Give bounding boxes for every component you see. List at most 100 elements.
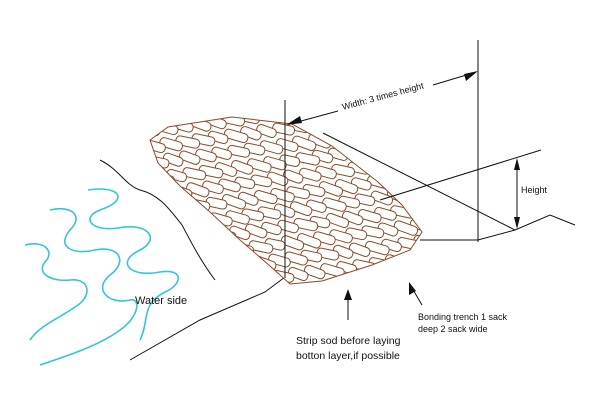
sandbag-stone: [225, 210, 250, 225]
sandbag-stone: [230, 159, 254, 175]
sandbag-stone: [207, 277, 232, 284]
sandbag-stone: [304, 117, 329, 133]
sandbag-stone: [360, 142, 382, 158]
bonding-trench-label-2: deep 2 sack wide: [418, 324, 488, 334]
sandbag-stone: [316, 247, 340, 261]
sandbag-stone: [341, 210, 364, 226]
sandbag-stone: [216, 244, 238, 258]
sandbag-stone: [339, 276, 363, 284]
sandbag-stone: [160, 219, 183, 232]
sandbag-stone: [255, 272, 278, 284]
sandbag-stone: [282, 169, 304, 184]
sandbag-stone: [371, 272, 394, 284]
sandbag-stone: [323, 279, 349, 284]
sandbag-stone: [239, 273, 264, 284]
sandbag-stone: [291, 135, 317, 151]
sandbag-stone: [196, 230, 220, 244]
sandbag-stone: [295, 152, 321, 166]
sandbag-stone: [364, 240, 390, 256]
sandbag-stone: [332, 244, 354, 259]
sandbag-stone: [168, 103, 190, 116]
sandbag-stone: [284, 117, 307, 119]
sandbag-stone: [374, 206, 397, 221]
sandbag-stone: [150, 172, 156, 188]
sandbag-stone: [280, 235, 305, 251]
sandbag-stone: [287, 266, 309, 282]
sandbag-stone: [322, 197, 347, 212]
sandbag-stone: [244, 223, 268, 239]
sandbag-stone: [355, 274, 380, 284]
sandbag-stone: [377, 222, 399, 237]
sandbag-stone: [268, 117, 294, 121]
sandbag-stone: [248, 240, 274, 254]
sandbag-stone: [383, 173, 406, 187]
width-label: Width: 3 times height: [341, 80, 425, 112]
sandbag-stone: [275, 138, 299, 152]
sandbag-stone: [150, 157, 153, 171]
sandbag-stone: [221, 193, 247, 210]
water-lines: [24, 188, 180, 366]
sandbag-stone: [176, 216, 202, 232]
sandbag-stone: [312, 231, 336, 246]
sandbag-stone: [422, 200, 444, 215]
sandbag-stone: [150, 254, 161, 270]
sandbag-stone: [370, 190, 394, 206]
sandbag-stone: [388, 270, 411, 284]
sandbag-stone: [372, 125, 394, 139]
sandbag-stone: [246, 158, 272, 173]
sandbag-stone: [237, 191, 259, 206]
dimension-lines: [284, 40, 542, 320]
sandbag-stone: [356, 127, 379, 142]
sandbag-stone: [402, 186, 422, 201]
sandbag-stone: [298, 167, 322, 182]
sandbag-stone: [250, 174, 273, 188]
sandbag-stone: [124, 206, 148, 222]
sandbag-stone: [420, 266, 422, 280]
sandbag-stone: [336, 117, 362, 129]
sandbag-stone: [235, 257, 260, 273]
sandbag-stone: [318, 181, 344, 197]
sandbag-stone: [159, 137, 183, 152]
sandbag-stone: [150, 222, 152, 237]
sandbag-stone: [395, 154, 417, 169]
sandbag-stone: [150, 117, 157, 122]
sandbag-stone: [186, 182, 210, 198]
sandbag-stone: [400, 252, 422, 268]
sandbag-stone: [411, 152, 422, 168]
sandbag-stone: [227, 144, 251, 158]
sandbag-stone: [190, 279, 215, 284]
sandbag-stone: [348, 242, 371, 257]
sandbag-stone: [325, 212, 350, 229]
height-label: Height: [521, 185, 548, 195]
sandbag-stone: [340, 130, 366, 144]
sandbag-stone: [195, 148, 217, 163]
sandbag-stone: [376, 141, 400, 155]
sandbag-stone: [173, 200, 197, 215]
sandbag-stone: [150, 140, 152, 157]
sandbag-stone: [218, 178, 241, 193]
sandbag-stone: [152, 117, 177, 121]
strip-sod-label-2: botton layer,if possible: [296, 350, 400, 362]
sandbag-stone: [183, 247, 206, 263]
sandbag-stone: [275, 285, 301, 300]
arrowheads: [286, 71, 520, 300]
sandbag-stone: [270, 187, 295, 203]
sandbag-stone: [150, 189, 162, 203]
sandbag-stone: [193, 214, 214, 229]
sandbag-stone: [205, 196, 228, 210]
sandbag-stone: [157, 202, 179, 217]
strip-sod-label-1: Strip sod before laying: [296, 335, 401, 347]
sandbag-stone: [320, 117, 344, 130]
sandbag-stone: [331, 163, 356, 178]
sandbag-stone: [404, 268, 422, 282]
water-side-label: Water side: [135, 295, 187, 307]
sandbag-stone: [219, 260, 241, 273]
sandbag-stone: [150, 204, 165, 220]
sandbag-stone: [167, 250, 192, 264]
sandbag-stone: [200, 99, 224, 114]
sandbag-stone: [178, 150, 201, 165]
sandbag-stone: [200, 245, 223, 261]
sandbag-stone: [416, 250, 422, 264]
